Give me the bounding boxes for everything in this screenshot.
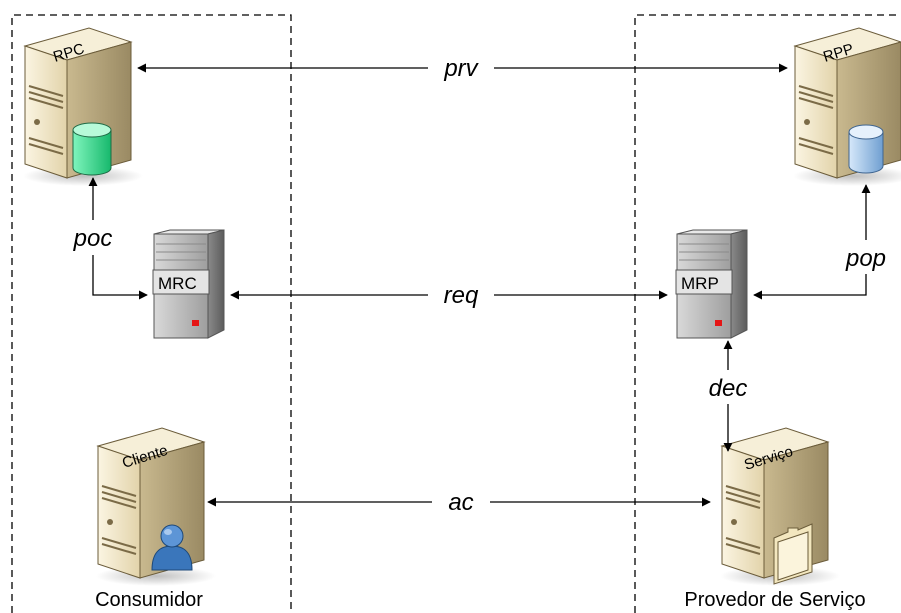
service-server: Serviço — [720, 427, 840, 586]
req-connection: req — [230, 282, 668, 309]
prv-label: prv — [443, 55, 479, 82]
rpp-server: RPP — [793, 27, 901, 186]
database-icon — [72, 122, 112, 176]
req-label: req — [444, 282, 479, 309]
folder-icon — [773, 523, 813, 585]
rpc-server: RPC — [23, 27, 143, 186]
poc-label: poc — [73, 225, 113, 252]
indicator-light — [715, 320, 722, 326]
client-server: Cliente — [96, 427, 216, 586]
consumer-domain-label: Consumidor — [95, 589, 203, 611]
mrc-module: MRC — [152, 229, 225, 339]
dec-connection: dec — [709, 340, 748, 452]
database-icon — [848, 124, 884, 174]
mrp-module: MRP — [675, 229, 748, 339]
user-icon — [151, 524, 193, 571]
pop-label: pop — [845, 245, 886, 272]
ac-connection: ac — [207, 489, 711, 516]
provider-domain-label: Provedor de Serviço — [684, 589, 865, 611]
poc-connection: poc — [73, 177, 148, 300]
mrp-label: MRP — [681, 274, 719, 293]
prv-connection: prv — [137, 55, 788, 82]
mrc-label: MRC — [158, 274, 197, 293]
dec-label: dec — [709, 375, 748, 402]
ac-label: ac — [448, 489, 473, 516]
consumer-domain-boundary — [11, 14, 292, 613]
indicator-light — [192, 320, 199, 326]
pop-connection: pop — [753, 184, 886, 300]
